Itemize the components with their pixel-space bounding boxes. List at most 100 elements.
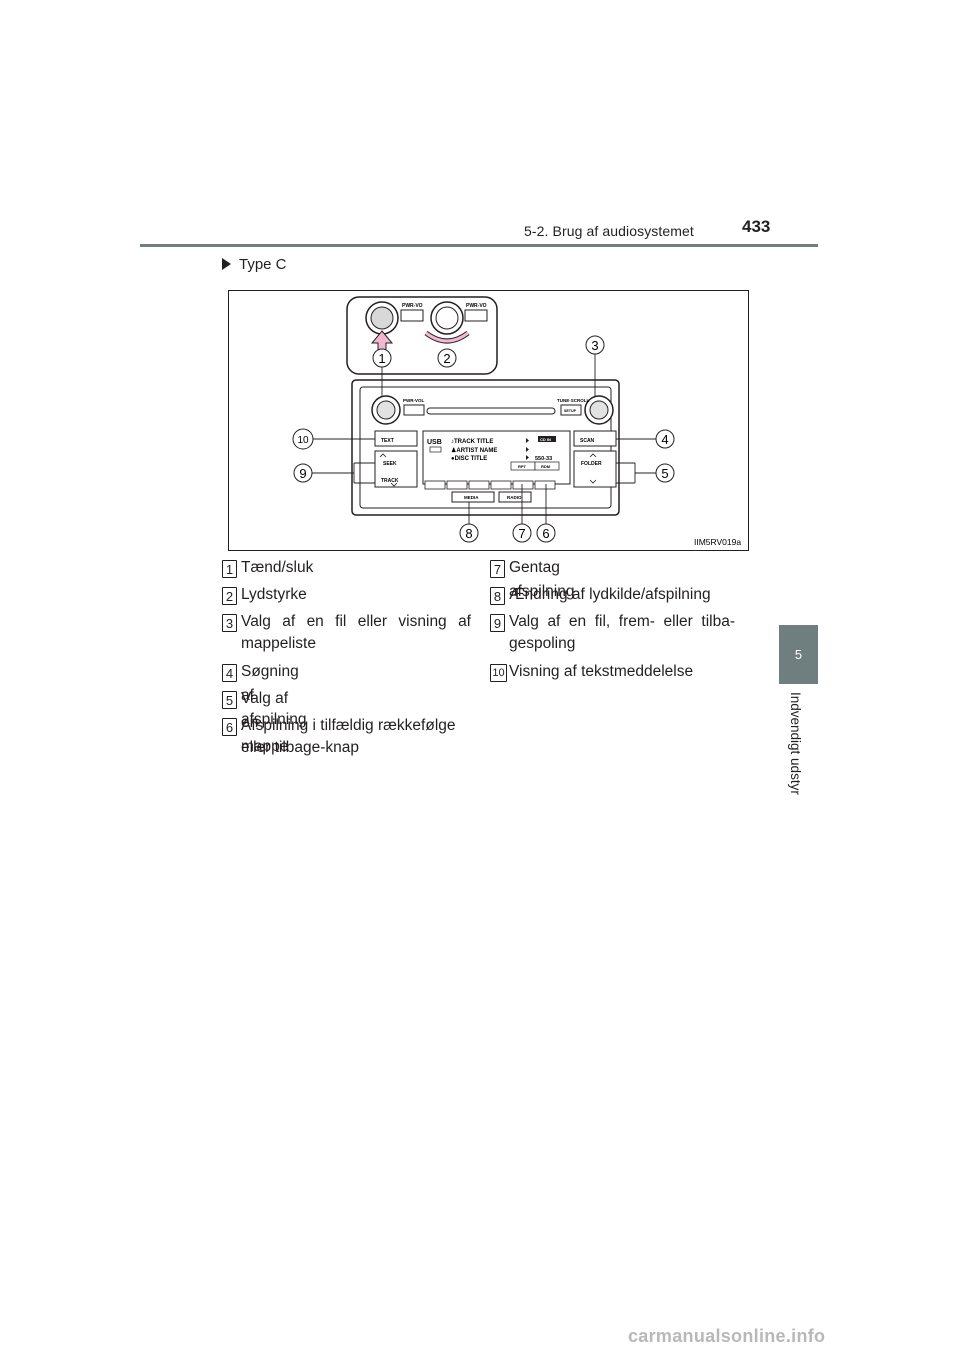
- callout-5-circle: [655, 463, 675, 483]
- callout-7-circle: [512, 523, 532, 543]
- legend-number: 10: [490, 664, 507, 682]
- rdm-softkey: [534, 461, 560, 471]
- legend-number: 1: [222, 560, 237, 578]
- folder-down-icon: [589, 479, 597, 484]
- legend-number: 4: [222, 664, 237, 682]
- media-label: MEDIA: [464, 495, 479, 500]
- folder-button: [573, 450, 617, 488]
- time-label: 550-33: [535, 456, 552, 462]
- callout-4-circle: [655, 429, 675, 449]
- track-title-label: ♪TRACK TITLE: [451, 439, 493, 445]
- tune-scroll-label: TUNE·SCROLL: [557, 398, 589, 403]
- rotate-arrow-icon: [425, 331, 469, 343]
- disc-title-label: ●DISC TITLE: [451, 456, 487, 462]
- callout-3: 3: [591, 338, 598, 353]
- legend-text: Valg af en fil eller visning af: [241, 613, 471, 630]
- scan-label: SCAN: [580, 438, 595, 444]
- callout-6-circle: [536, 523, 556, 543]
- seek-label: SEEK: [383, 461, 397, 467]
- pwr-vo-label-2: PWR-VO: [466, 303, 487, 309]
- callout-1: 1: [378, 351, 385, 366]
- cd-in-badge: [538, 436, 556, 442]
- header-divider: [140, 244, 818, 247]
- callout-7: 7: [518, 526, 525, 541]
- display-arrow-icons: [526, 438, 529, 460]
- audio-panel-illustration: PWR-VO PWR-VO PWR-VOL TUNE·SCROLL SETUP …: [292, 296, 741, 547]
- callout-2: 2: [443, 351, 450, 366]
- text-button: [374, 430, 418, 447]
- type-label: Type C: [239, 256, 287, 273]
- battery-icon: [429, 446, 442, 453]
- seek-track-button: [374, 450, 418, 488]
- callout-9-circle: [293, 463, 313, 483]
- chapter-title: Indvendigt udstyr: [788, 692, 803, 795]
- callout-9: 9: [299, 466, 306, 481]
- legend-text: Valg af en mappe: [241, 690, 289, 755]
- audio-panel-figure: PWR-VO PWR-VO PWR-VOL TUNE·SCROLL SETUP …: [228, 290, 749, 551]
- callout-4: 4: [661, 432, 668, 447]
- track-label: TRACK: [381, 478, 399, 484]
- pwr-vo-label-1: PWR-VO: [402, 303, 423, 309]
- callout-10-circle: [292, 428, 314, 450]
- cd-in-label: CD IN: [540, 437, 551, 442]
- power-volume-knob-cap: [376, 400, 396, 420]
- legend-text: Søgning af afspilning: [241, 663, 307, 728]
- callout-8: 8: [465, 526, 472, 541]
- callout-markers: 1 2 3 4 5 6 7 8 9 10: [292, 335, 675, 543]
- legend-text-continued: mappeliste: [241, 635, 316, 652]
- callout-leaders: [312, 354, 656, 524]
- legend-number: 6: [222, 718, 237, 736]
- legend-number: 8: [490, 587, 505, 605]
- callout-2-circle: [437, 348, 457, 368]
- callout-3-circle: [585, 335, 605, 355]
- setup-label: SETUP: [564, 409, 577, 413]
- tune-scroll-knob-cap: [589, 400, 609, 420]
- folder-up-icon: [589, 453, 597, 458]
- legend-number: 7: [490, 560, 505, 578]
- usb-label: USB: [427, 439, 442, 446]
- legend-text-continued: gespoling: [509, 635, 576, 652]
- watermark: carmanualsonline.info: [628, 1326, 826, 1346]
- callout-1-circle: [372, 348, 392, 368]
- legend-number: 9: [490, 614, 505, 632]
- legend-number: 2: [222, 587, 237, 605]
- eject-button: [403, 404, 425, 416]
- text-label: TEXT: [381, 438, 394, 444]
- eject-button-inset-2: [464, 309, 488, 322]
- chapter-tab: 5: [779, 625, 818, 684]
- seek-up-icon: [379, 453, 387, 458]
- artist-name-label: ♟ARTIST NAME: [451, 447, 497, 454]
- figure-code: IIM5RV019a: [694, 537, 741, 547]
- power-knob-cap: [370, 306, 394, 330]
- preset-buttons: [424, 480, 556, 490]
- pwr-vol-label: PWR-VOL: [403, 398, 424, 403]
- scan-button: [573, 430, 617, 447]
- eject-button-inset-1: [400, 309, 424, 322]
- rdm-label: RDM: [541, 464, 551, 469]
- folder-label: FOLDER: [581, 461, 602, 467]
- head-unit-face: [359, 386, 612, 509]
- media-button: [451, 491, 495, 503]
- legend-text: Gentag afspilning: [509, 559, 575, 600]
- callout-5: 5: [661, 466, 668, 481]
- callout-8-circle: [459, 523, 479, 543]
- legend-text: Visning af tekstmeddelelse: [509, 663, 694, 680]
- callout-6: 6: [542, 526, 549, 541]
- legend-text: Ændring af lydkilde/afspilning: [509, 586, 711, 603]
- type-heading: Type C: [222, 256, 287, 273]
- section-title: 5-2. Brug af audiosystemet: [524, 223, 694, 239]
- legend-text-continued: eller tilbage-knap: [241, 739, 360, 756]
- legend-text: Afspilning i tilfældig rækkefølge: [241, 717, 456, 734]
- callout-10: 10: [297, 435, 309, 446]
- legend-text: Lydstyrke: [241, 586, 307, 603]
- page-number: 433: [742, 217, 771, 236]
- legend-number: 5: [222, 691, 237, 709]
- legend-text: Tænd/sluk: [241, 559, 314, 576]
- radio-label: RADIO: [507, 495, 522, 500]
- rpt-label: RPT: [518, 464, 527, 469]
- triangle-bullet-icon: [222, 258, 231, 270]
- setup-button: [560, 404, 582, 416]
- legend-text: Valg af en fil, frem- eller tilba-: [509, 613, 735, 630]
- cd-slot: [426, 407, 556, 415]
- volume-knob-cap: [435, 306, 459, 330]
